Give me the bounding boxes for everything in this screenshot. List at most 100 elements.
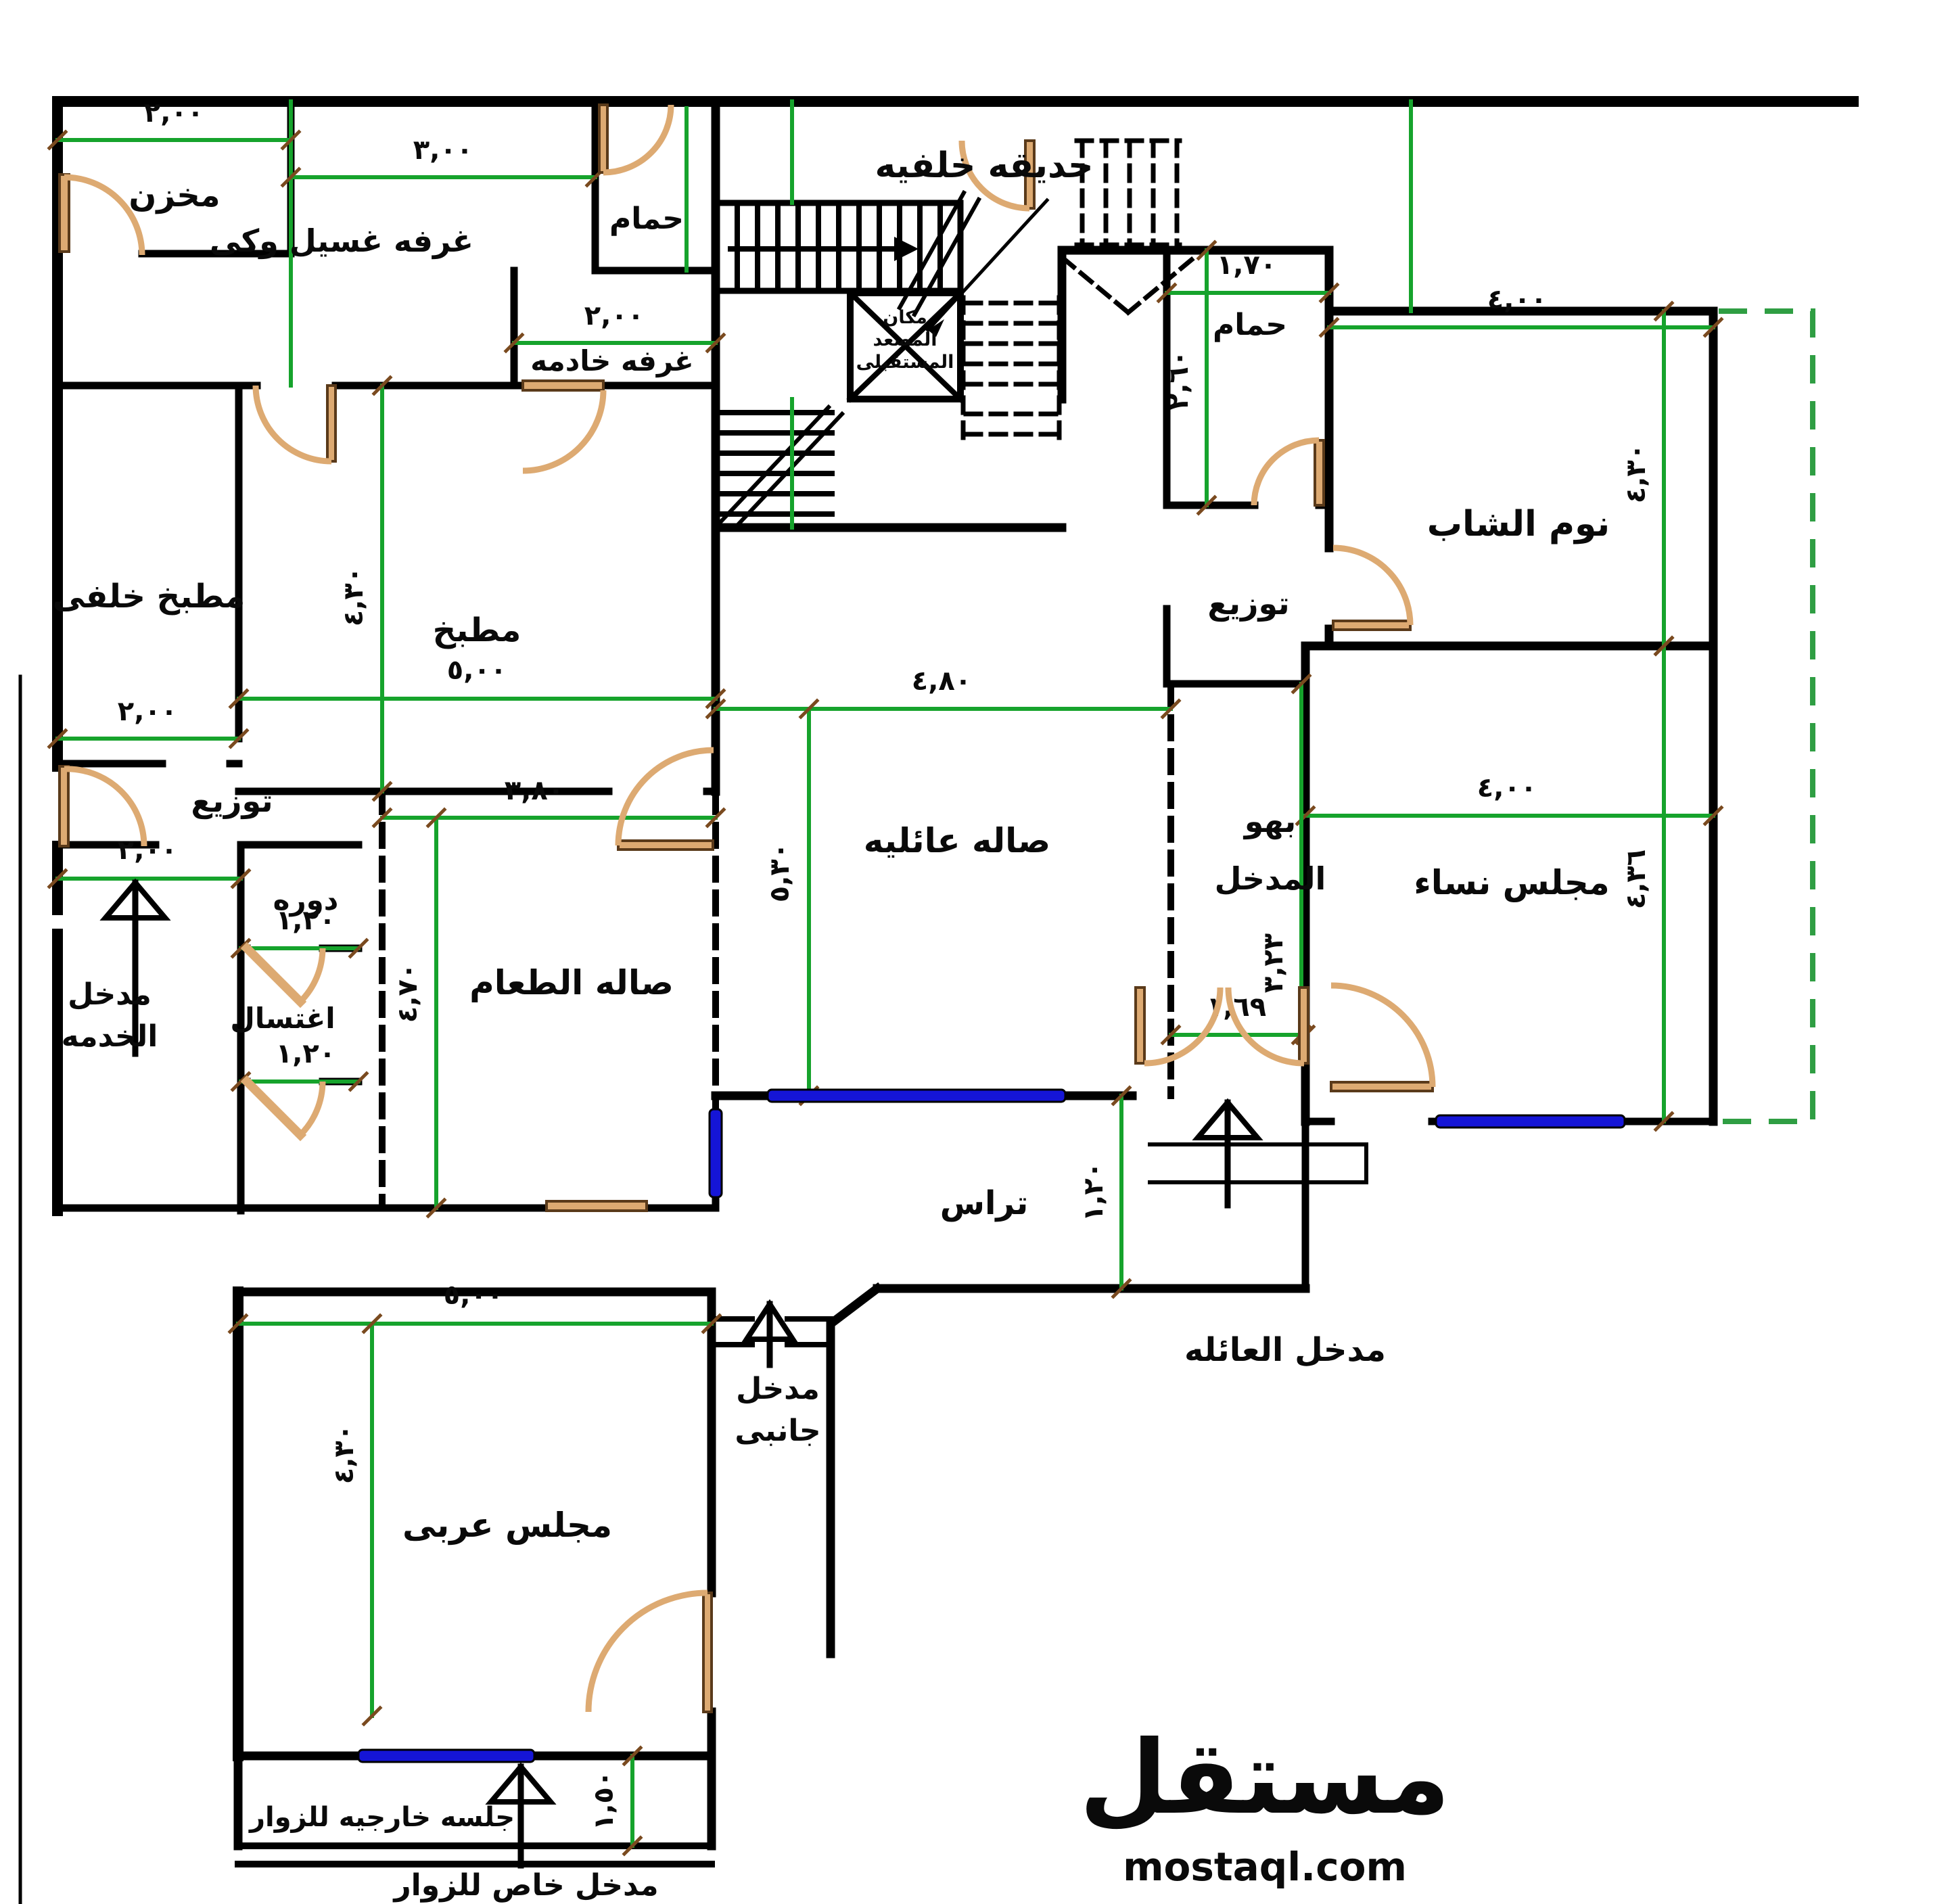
stair-break-line (717, 404, 832, 526)
door-swing-dashed (1125, 255, 1197, 316)
door-swing-arc (252, 385, 332, 465)
leader-arrowhead (928, 319, 944, 337)
door-panel (598, 103, 609, 174)
door-swing-arc (298, 948, 326, 1004)
stair-break-line (730, 411, 845, 532)
stair-break-line (911, 196, 982, 318)
dimension-label: ٤,٣٠ (329, 1424, 360, 1484)
room-label-distribution-left: توزيع (191, 783, 273, 819)
room-label-future-elevator-place: المصعد (873, 329, 937, 350)
entrance-label-side-entrance: جانبى (735, 1414, 820, 1448)
room-label-washing-room: اغتسال (230, 1002, 335, 1035)
dimension-tick (371, 807, 393, 829)
dimension-label: ٢,٠٠ (584, 300, 644, 331)
dimension-label: ٢,٠٠ (118, 696, 177, 727)
dimension-label: ٤,٣٦ (1621, 850, 1652, 909)
dimension-label: ٢,٠٠ (118, 835, 177, 866)
dimension-label: ٤,٠٠ (1487, 284, 1547, 315)
room-label-service-bathroom: حمام (609, 202, 684, 236)
dimension-label: ٥,٣٠ (764, 843, 795, 902)
dimension-tick (1291, 673, 1312, 695)
room-label-storage-room: مخزن (129, 177, 220, 214)
dimension-label: ١,٥٠ (588, 1771, 620, 1830)
dimension-tick (280, 129, 302, 151)
door-swing-arc (64, 766, 147, 847)
leader-line (925, 198, 1050, 333)
dimension-tick (425, 807, 447, 829)
dimension-tick (705, 688, 726, 710)
room-label-laundry-ironing-room: غرفه غسيل وكى (210, 223, 473, 259)
room-label-entrance-lobby: المدخل (1215, 860, 1326, 897)
dimension-tick (1653, 300, 1675, 322)
dimension-tick (1196, 494, 1217, 516)
door-panel (240, 1075, 307, 1142)
room-label-terrace: تراس (940, 1184, 1029, 1222)
dimension-tick (503, 332, 525, 354)
window (357, 1748, 536, 1763)
door-swing-arc (1144, 987, 1224, 1067)
entrance-arrowhead (1192, 1098, 1263, 1140)
dimension-tick (348, 1071, 369, 1092)
door-panel (702, 1592, 713, 1713)
dimension-label: ٤,٨٠ (912, 666, 971, 697)
dimension-tick (371, 375, 393, 396)
room-label-dining-hall: صاله الطعام (469, 963, 674, 1002)
door-panel (545, 1200, 648, 1212)
dimension-label: ٤,٧٠ (392, 963, 423, 1023)
room-label-arab-majlis: مجلس عربى (402, 1506, 612, 1546)
room-label-wc: دوره (273, 883, 339, 917)
door-swing-arc (1332, 544, 1414, 626)
dimension-tick (1111, 1085, 1132, 1107)
door-panel (1330, 1081, 1434, 1092)
door-panel (617, 839, 714, 851)
door-swing-arc (585, 1589, 708, 1713)
entrance-label-service-entrance: مدخل (68, 977, 152, 1012)
dimension-label: ٤,٠٠ (1477, 772, 1537, 804)
dimension-tick (47, 868, 68, 889)
stair-break-line (896, 189, 967, 311)
dimension-tick (1318, 317, 1340, 338)
dashed-green-boundary (1719, 308, 1815, 1124)
dimension-tick (371, 781, 393, 802)
watermark-logo: مستقل (1080, 1719, 1451, 1837)
room-label-kitchen: مطبخ (433, 611, 521, 649)
entrance-label-family-entrance: مدخل العائله (1184, 1331, 1386, 1369)
dimension-tick (705, 332, 726, 354)
dimension-tick (1702, 805, 1724, 827)
dimension-label: ٥,٠٠ (447, 655, 507, 686)
entrance-label-service-entrance: الخدمه (62, 1019, 158, 1054)
door-panel (1024, 139, 1036, 210)
door-panel (1332, 620, 1412, 631)
room-label-family-hall: صاله عائليه (864, 821, 1050, 860)
dimension-label: ٥,٠٠ (444, 1280, 503, 1311)
dimension-tick (622, 1835, 643, 1857)
dimension-tick (47, 728, 68, 749)
stair-direction-arrowhead (894, 237, 919, 261)
dimension-tick (228, 688, 250, 710)
door-swing-arc (1225, 987, 1305, 1067)
dimension-tick (227, 1313, 249, 1334)
room-label-maid-room: غرفه خادمه (530, 344, 693, 378)
door-swing-arc (1251, 437, 1320, 506)
room-label-entrance-lobby: بهو (1243, 803, 1296, 839)
door-panel (326, 384, 337, 463)
entrance-arrowhead (741, 1299, 798, 1342)
dimension-tick (705, 698, 726, 720)
dimension-label: ١,٢٠ (1078, 1162, 1109, 1222)
door-panel (58, 765, 70, 847)
dimension-tick (47, 129, 68, 151)
room-label-distribution-right: توزيع (1207, 585, 1289, 622)
dimension-tick (1160, 1024, 1182, 1046)
elevator-box (847, 289, 964, 402)
entrance-label-side-entrance: مدخل (736, 1372, 820, 1406)
door-swing-arc (603, 104, 674, 176)
dimension-tick (348, 937, 369, 959)
window (766, 1088, 1067, 1103)
dimension-tick (798, 698, 820, 720)
door-panel (521, 379, 605, 392)
dimension-tick (1702, 317, 1724, 338)
door-swing-arc (64, 174, 145, 256)
door-swing-arc (958, 140, 1030, 212)
window (1435, 1114, 1626, 1129)
